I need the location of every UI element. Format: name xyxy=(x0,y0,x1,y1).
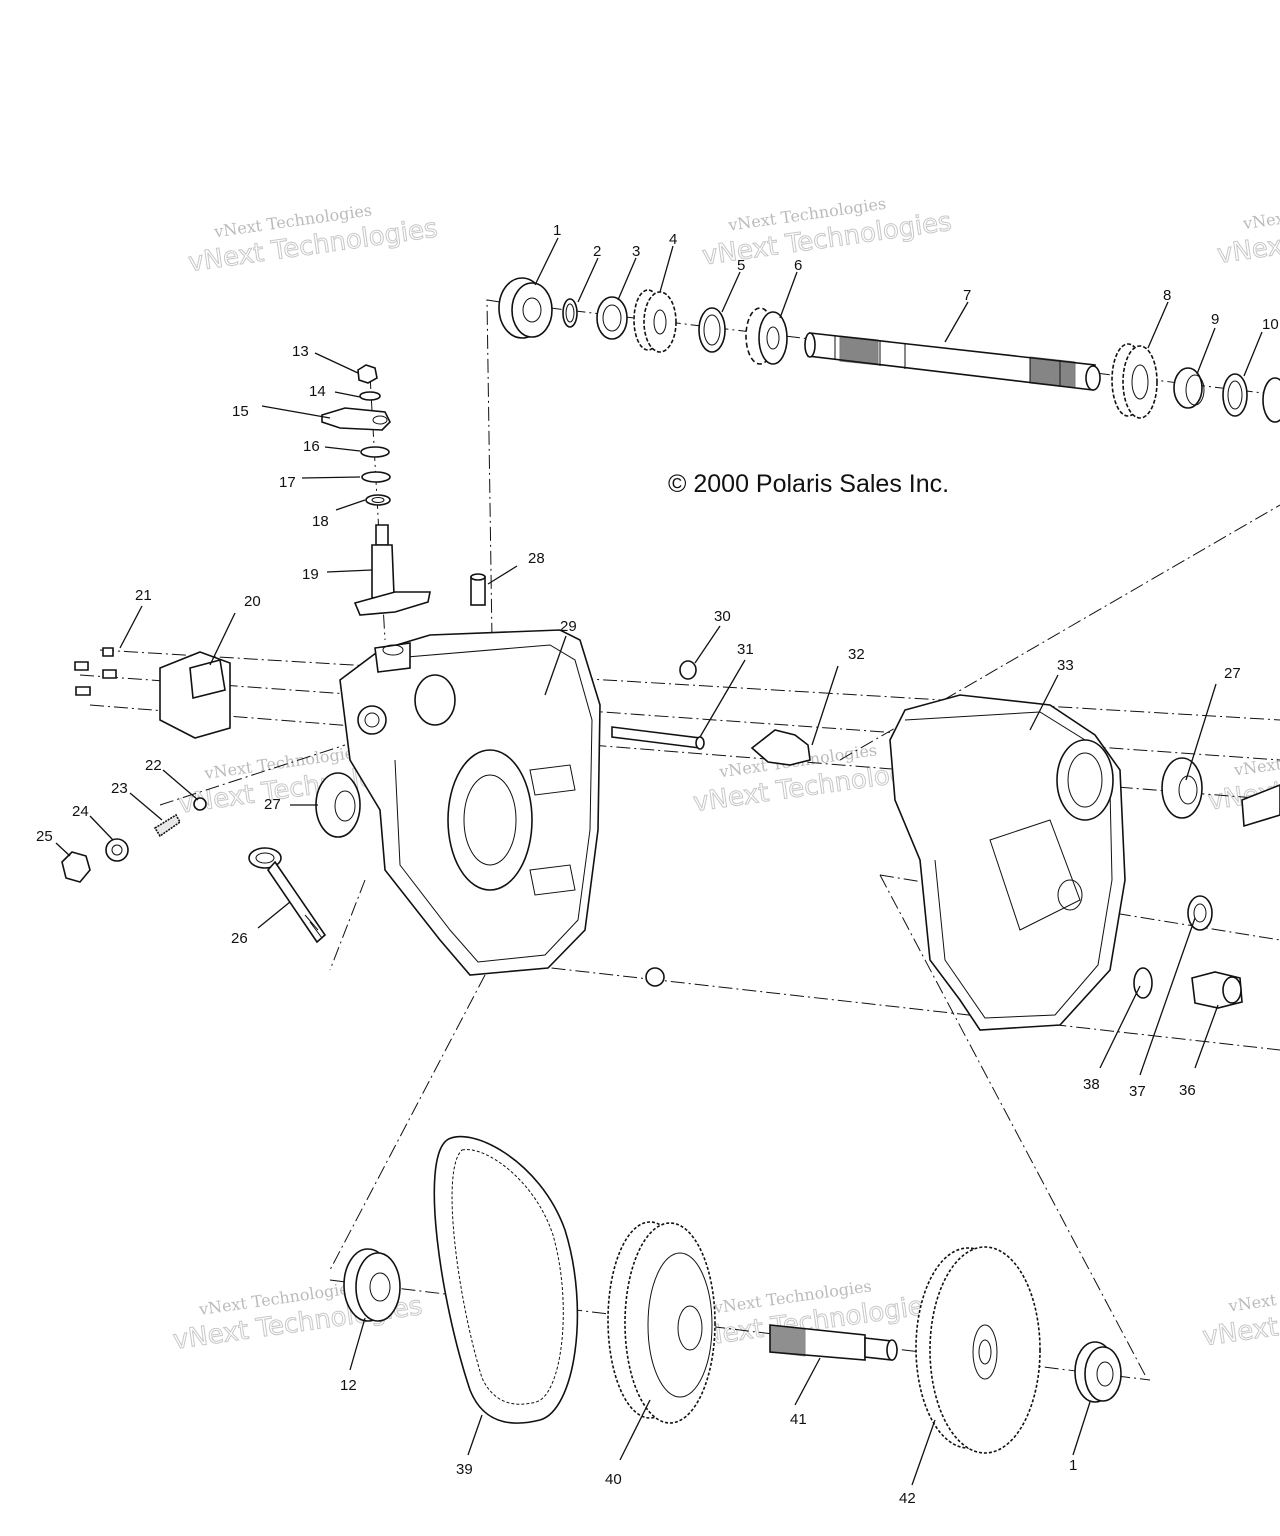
seal-part-27-left xyxy=(315,772,361,838)
callout-9: 9 xyxy=(1211,311,1219,328)
callout-37: 37 xyxy=(1129,1083,1146,1100)
callout-21: 21 xyxy=(135,587,152,604)
callout-10: 10 xyxy=(1262,316,1279,333)
watermark: vNext Technologies vNext Technologies xyxy=(1215,192,1280,270)
leader-lines xyxy=(55,237,1263,1486)
callout-27-right: 27 xyxy=(1224,665,1241,682)
callout-39: 39 xyxy=(456,1461,473,1478)
lever-part-15 xyxy=(321,407,391,431)
shaft-part-7 xyxy=(804,332,1101,391)
oring-part-17 xyxy=(361,471,391,483)
dowel-pin-part-28 xyxy=(470,573,486,606)
callout-6: 6 xyxy=(794,257,802,274)
callout-16: 16 xyxy=(303,438,320,455)
callout-2: 2 xyxy=(593,243,601,260)
bearing-part-12 xyxy=(343,1248,401,1322)
gear-part-42 xyxy=(915,1246,1041,1454)
watermark-text: vNext Technologies xyxy=(1241,192,1280,233)
callout-26: 26 xyxy=(231,930,248,947)
callout-24: 24 xyxy=(72,803,89,820)
case-half-part-29 xyxy=(339,629,601,976)
callout-7: 7 xyxy=(963,287,971,304)
callout-1-bottom: 1 xyxy=(1069,1457,1077,1474)
spring-part-23 xyxy=(153,813,182,838)
callout-23: 23 xyxy=(111,780,128,797)
watermark: vNext Technologies vNext Technologies xyxy=(1200,1275,1280,1353)
callout-3: 3 xyxy=(632,243,640,260)
callout-14: 14 xyxy=(309,383,326,400)
callout-15: 15 xyxy=(232,403,249,420)
callout-36: 36 xyxy=(1179,1082,1196,1099)
case-half-part-33 xyxy=(889,694,1126,1031)
bearing-part-1-bottom xyxy=(1074,1341,1122,1403)
sprocket-part-40 xyxy=(607,1221,716,1424)
dog-clutch-part-6 xyxy=(745,307,788,365)
callout-33: 33 xyxy=(1057,657,1074,674)
snap-ring-part-2 xyxy=(562,298,578,328)
dipstick-part-26 xyxy=(248,847,327,944)
oring-part-16 xyxy=(360,446,390,458)
bushing-part-9 xyxy=(1173,367,1205,409)
switch-part-20 xyxy=(159,651,231,739)
chain-part-39 xyxy=(433,1135,579,1424)
callout-8: 8 xyxy=(1163,287,1171,304)
callout-41: 41 xyxy=(790,1411,807,1428)
washer-part-24 xyxy=(105,838,129,862)
callout-13: 13 xyxy=(292,343,309,360)
washer-part-3 xyxy=(596,296,628,340)
callout-5: 5 xyxy=(737,257,745,274)
callout-27-left: 27 xyxy=(264,796,281,813)
shift-fork-part-32 xyxy=(750,729,811,766)
watermark: vNext Technologies vNext Technologies xyxy=(186,200,440,278)
washer-part-18 xyxy=(365,494,391,506)
callout-17: 17 xyxy=(279,474,296,491)
callout-40: 40 xyxy=(605,1471,622,1488)
callout-25: 25 xyxy=(36,828,53,845)
bushing-part-bottom xyxy=(645,967,665,987)
gear-part-8 xyxy=(1111,343,1158,419)
bearing-part-1 xyxy=(498,277,553,339)
callout-18: 18 xyxy=(312,513,329,530)
bearing-part-edge xyxy=(1262,377,1280,423)
callout-28: 28 xyxy=(528,550,545,567)
plug-part-22 xyxy=(193,797,207,811)
shift-rail-part-31 xyxy=(611,726,705,750)
nut-part-25 xyxy=(61,851,91,883)
washer-part-5 xyxy=(698,307,726,353)
callout-32: 32 xyxy=(848,646,865,663)
washer-part-14 xyxy=(359,391,381,401)
callout-31: 31 xyxy=(737,641,754,658)
bushing-part-36 xyxy=(1191,971,1243,1009)
callout-29: 29 xyxy=(560,618,577,635)
nut-part-13 xyxy=(357,364,378,384)
callout-42: 42 xyxy=(899,1490,916,1507)
screw-part-21 xyxy=(74,647,117,696)
bracket-edge xyxy=(1241,784,1280,828)
gear-part-4 xyxy=(633,289,677,353)
copyright-text: © 2000 Polaris Sales Inc. xyxy=(668,470,949,498)
watermark-text: vNext Technologies xyxy=(1226,1275,1280,1316)
callout-38: 38 xyxy=(1083,1076,1100,1093)
bushing-part-30 xyxy=(679,660,697,680)
seal-part-27-right xyxy=(1161,757,1203,819)
callout-22: 22 xyxy=(145,757,162,774)
callout-1-top: 1 xyxy=(553,222,561,239)
shift-shaft-part-19 xyxy=(353,524,431,616)
callout-19: 19 xyxy=(302,566,319,583)
callouts: 1 2 3 4 5 6 7 8 9 10 12 13 14 15 16 17 1… xyxy=(36,222,1279,1507)
callout-30: 30 xyxy=(714,608,731,625)
output-shaft-part-41 xyxy=(769,1324,898,1361)
washer-part-37 xyxy=(1187,895,1213,931)
callout-12: 12 xyxy=(340,1377,357,1394)
callout-4: 4 xyxy=(669,231,677,248)
callout-20: 20 xyxy=(244,593,261,610)
watermark: vNext Technologies vNext Technologies xyxy=(700,194,954,272)
washer-part-10 xyxy=(1222,373,1248,417)
